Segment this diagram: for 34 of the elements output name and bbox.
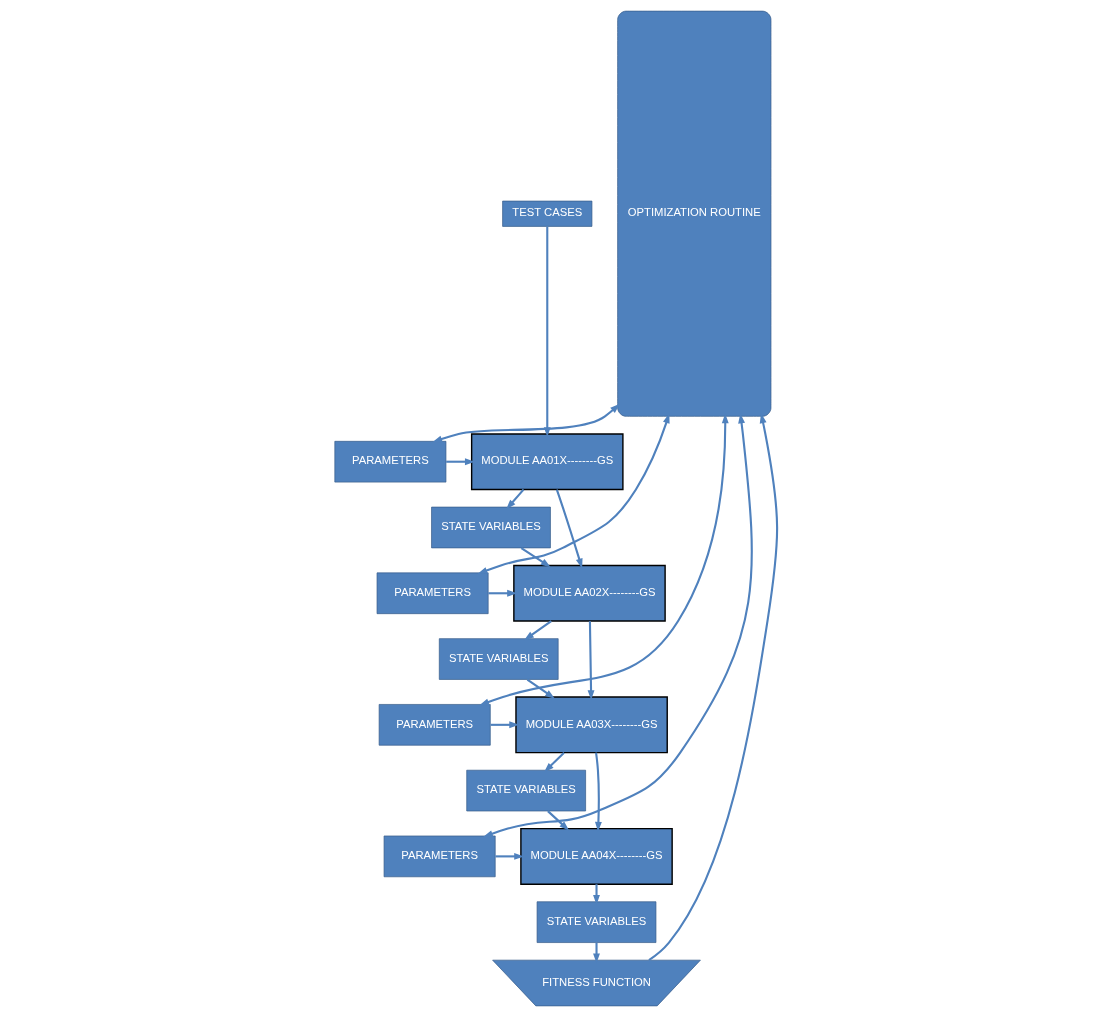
arrow	[490, 721, 520, 729]
node-box: OPTIMIZATION ROUTINE	[617, 10, 772, 417]
arrow	[524, 620, 552, 641]
arrow	[477, 413, 670, 574]
arrow	[446, 458, 475, 466]
arrow	[520, 547, 551, 568]
arrow	[593, 884, 600, 905]
arrow	[648, 413, 779, 961]
node-box: MODULE AA04X--------GS	[520, 827, 673, 885]
arrow	[544, 751, 565, 773]
arrow	[483, 413, 753, 838]
node-box: PARAMETERS	[383, 835, 496, 878]
node-box: MODULE AA02X--------GS	[513, 564, 666, 622]
node-box: MODULE AA01X--------GS	[470, 433, 624, 491]
node-box: TEST CASES	[502, 200, 593, 227]
node-box: STATE VARIABLES	[431, 506, 551, 549]
node-box: STATE VARIABLES	[536, 901, 657, 943]
arrow	[495, 852, 525, 860]
arrow	[547, 810, 570, 831]
arrow	[594, 752, 602, 832]
node-box: PARAMETERS	[376, 572, 489, 614]
node-box: PARAMETERS	[378, 704, 491, 746]
arrow	[488, 589, 518, 597]
arrow	[526, 678, 555, 699]
arrow	[506, 488, 525, 510]
node-box: STATE VARIABLES	[438, 638, 559, 680]
node-box: MODULE AA03X--------GS	[515, 696, 668, 754]
arrow	[432, 403, 620, 443]
arrow	[593, 942, 600, 964]
node-box: STATE VARIABLES	[466, 769, 586, 812]
arrow	[555, 489, 583, 569]
node-box: PARAMETERS	[334, 440, 447, 483]
arrow	[587, 621, 595, 701]
arrow	[479, 413, 729, 706]
